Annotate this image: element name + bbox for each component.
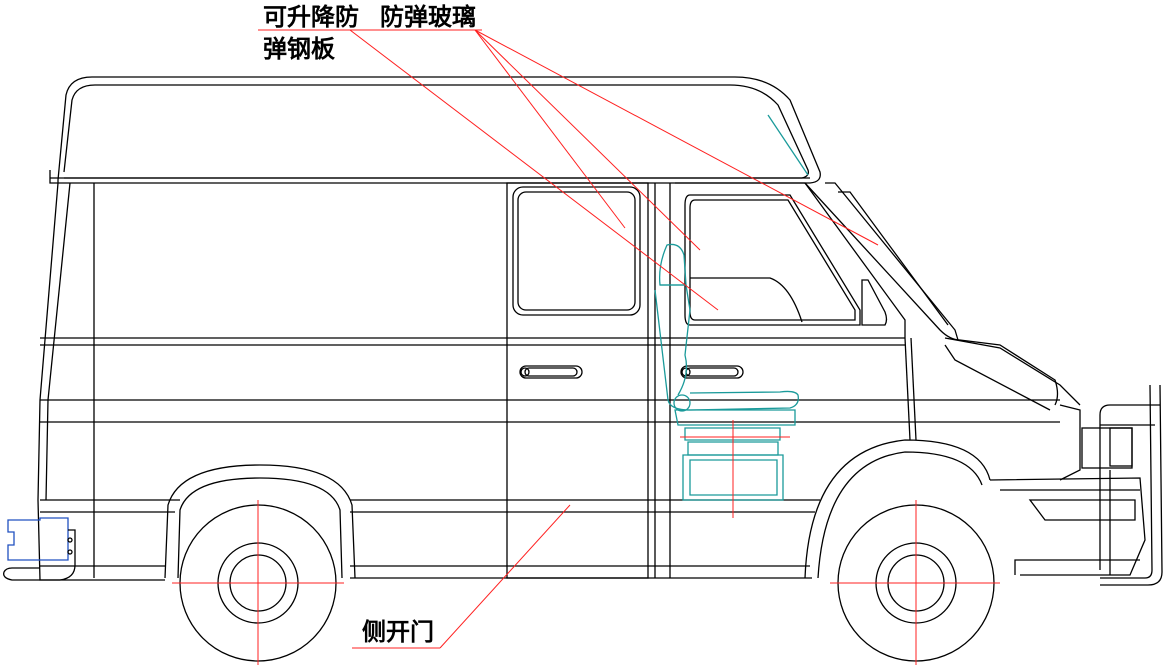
sliding-side-door — [506, 182, 671, 579]
front-wheel-arch — [804, 439, 991, 579]
label-bulletproof-glass: 防弹玻璃 — [380, 3, 476, 31]
front-cab — [804, 182, 1146, 576]
raised-roof — [49, 76, 821, 184]
bull-bar — [1081, 384, 1163, 586]
label-lifting-plate-line2: 弹钢板 — [263, 35, 335, 63]
label-side-door: 侧开门 — [362, 618, 434, 646]
rear-step — [3, 517, 76, 581]
seat-centerlines — [680, 420, 790, 518]
leader-lines — [258, 29, 879, 649]
seat — [654, 243, 799, 501]
front-cab-door — [675, 182, 917, 441]
rear-wheel-arch — [164, 464, 356, 579]
front-wheel — [830, 500, 1000, 665]
rear-wheel — [172, 500, 344, 665]
label-lifting-plate-line1: 可升降防 — [263, 3, 359, 31]
